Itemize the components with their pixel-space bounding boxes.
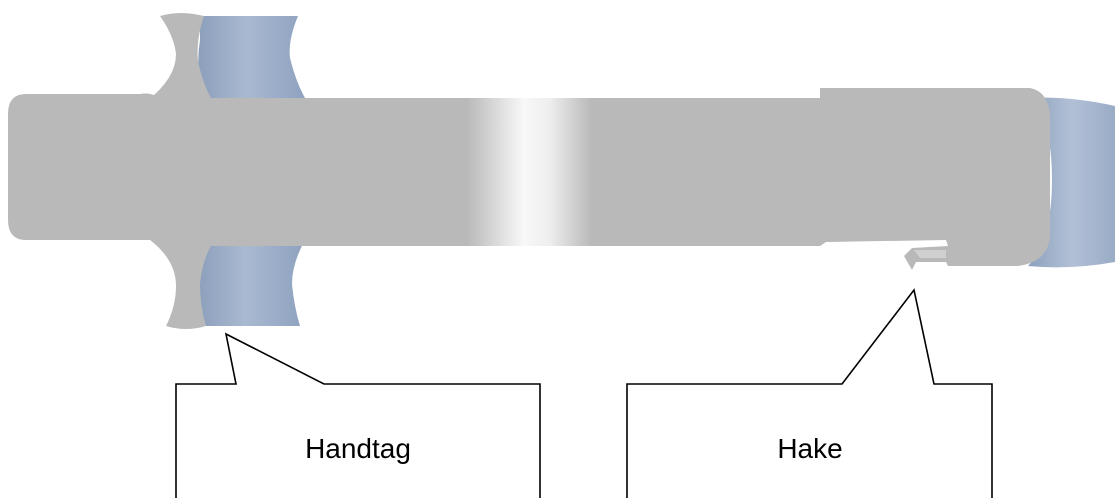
hook-slot <box>914 250 946 258</box>
callout-hake: Hake <box>626 288 993 498</box>
main-bar <box>8 88 1050 270</box>
callout-handtag-outline <box>175 332 541 498</box>
callout-hake-outline <box>626 288 993 498</box>
handle-upper-lug <box>148 13 212 100</box>
callout-handtag: Handtag <box>175 332 541 498</box>
handle-upper-fin <box>198 16 305 98</box>
handle-lower-fin <box>197 242 304 326</box>
handle-lower-lug <box>150 240 214 329</box>
callout-hake-label: Hake <box>777 433 842 464</box>
callout-handtag-label: Handtag <box>305 433 411 464</box>
